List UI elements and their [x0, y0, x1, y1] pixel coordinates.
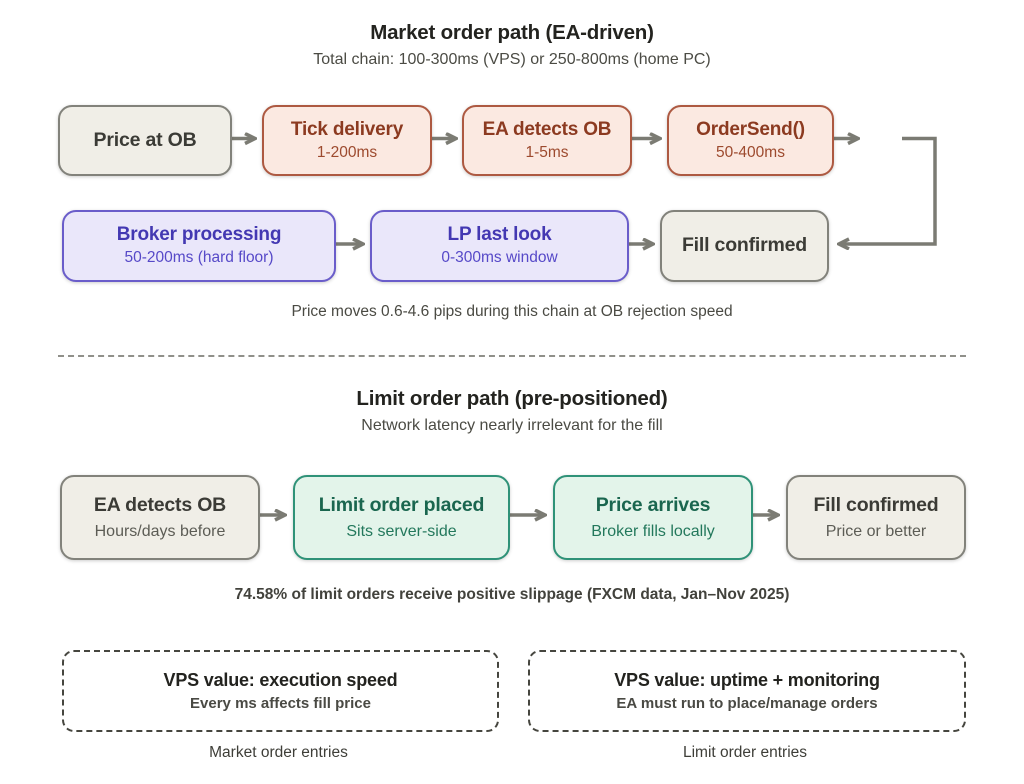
node-price-arrives: Price arrives Broker fills locally — [553, 475, 753, 560]
section-divider — [58, 355, 966, 357]
market-section-title: Market order path (EA-driven) — [370, 21, 654, 44]
node-tick-delivery: Tick delivery 1-200ms — [262, 105, 432, 176]
node-title: Broker processing — [116, 224, 282, 246]
node-fill-confirmed-limit: Fill confirmed Price or better — [786, 475, 966, 560]
node-broker-processing: Broker processing 50-200ms (hard floor) — [62, 210, 336, 282]
footer-label-market-entries: Market order entries — [209, 744, 348, 761]
node-subtitle: Price or better — [825, 522, 927, 540]
node-subtitle: 1-200ms — [316, 143, 378, 161]
limit-section-subtitle: Network latency nearly irrelevant for th… — [361, 417, 663, 434]
footer-label-limit-entries: Limit order entries — [682, 744, 808, 761]
node-subtitle: 1-5ms — [525, 143, 569, 161]
node-title: EA detects OB — [93, 494, 227, 517]
vps-box-title: VPS value: uptime + monitoring — [614, 670, 880, 690]
node-title: OrderSend() — [696, 118, 805, 140]
market-section-caption: Price moves 0.6-4.6 pips during this cha… — [291, 303, 733, 320]
node-title: EA detects OB — [482, 118, 612, 140]
node-fill-confirmed-market: Fill confirmed — [660, 210, 829, 282]
node-title: Tick delivery — [290, 118, 404, 140]
vps-box-execution-speed: VPS value: execution speed Every ms affe… — [62, 650, 499, 732]
node-subtitle: 50-400ms — [716, 143, 785, 161]
node-subtitle: Broker fills locally — [591, 522, 715, 540]
node-subtitle: Sits server-side — [346, 522, 457, 540]
node-price-at-ob: Price at OB — [58, 105, 232, 176]
node-lp-last-look: LP last look 0-300ms window — [370, 210, 629, 282]
node-title: Price at OB — [93, 128, 197, 151]
node-subtitle: 0-300ms window — [441, 249, 558, 267]
node-subtitle: 50-200ms (hard floor) — [124, 249, 274, 267]
node-ea-detects-ob-limit: EA detects OB Hours/days before — [60, 475, 260, 560]
node-title: Price arrives — [595, 494, 711, 517]
vps-box-uptime-monitoring: VPS value: uptime + monitoring EA must r… — [528, 650, 966, 732]
node-ea-detects-ob: EA detects OB 1-5ms — [462, 105, 632, 176]
vps-box-title: VPS value: execution speed — [163, 670, 398, 690]
node-title: Limit order placed — [318, 494, 485, 517]
limit-section-caption: 74.58% of limit orders receive positive … — [234, 586, 790, 603]
market-section-subtitle: Total chain: 100-300ms (VPS) or 250-800m… — [313, 51, 711, 68]
node-subtitle: Hours/days before — [94, 522, 226, 540]
node-limit-order-placed: Limit order placed Sits server-side — [293, 475, 510, 560]
node-ordersend: OrderSend() 50-400ms — [667, 105, 834, 176]
node-title: Fill confirmed — [681, 234, 808, 257]
node-title: LP last look — [447, 224, 552, 246]
limit-section-title: Limit order path (pre-positioned) — [356, 387, 668, 410]
vps-box-subtitle: EA must run to place/manage orders — [616, 695, 878, 712]
vps-box-subtitle: Every ms affects fill price — [190, 695, 371, 712]
node-title: Fill confirmed — [813, 494, 939, 517]
connector-wrap-to-fill-confirmed — [841, 136, 937, 245]
